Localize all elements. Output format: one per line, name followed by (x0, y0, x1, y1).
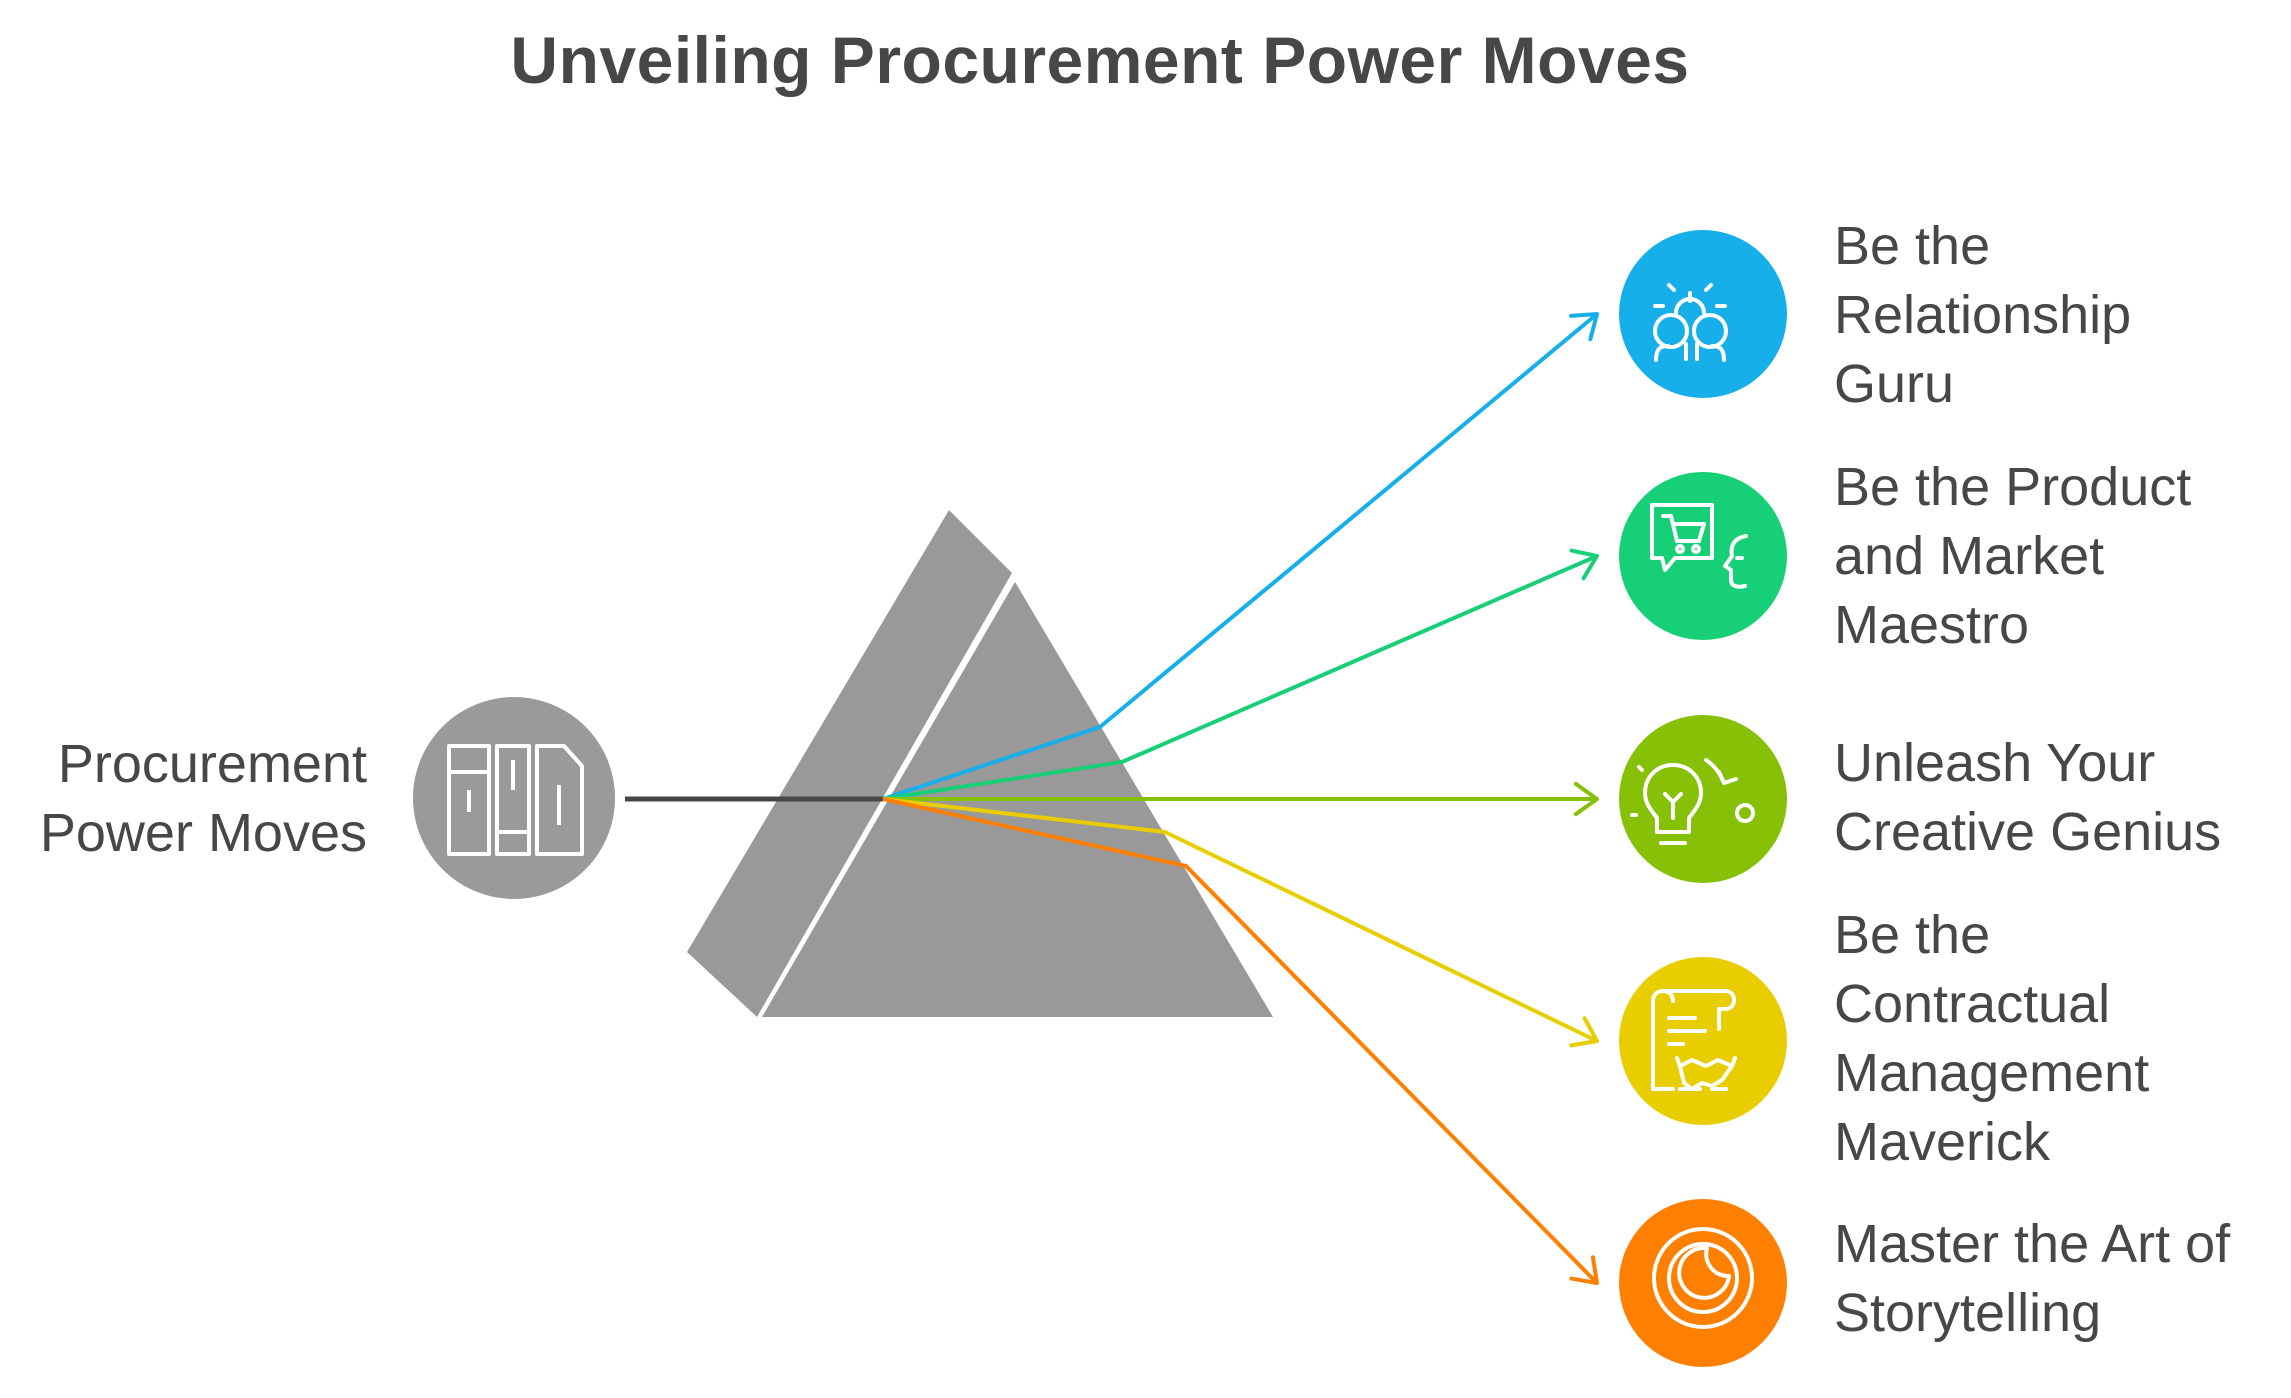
beam-product-market-maestro (882, 554, 1598, 801)
storytelling-icon (1652, 1227, 1754, 1329)
output-label-line: Guru (1834, 354, 1955, 414)
arrowhead-contractual-maverick (1569, 1016, 1599, 1048)
page-title: Unveiling Procurement Power Moves (510, 23, 1690, 97)
node-circle-storytelling (1619, 1199, 1787, 1367)
output-label-line: Maestro (1834, 595, 2030, 655)
output-label-line: Management (1834, 1043, 2150, 1103)
prism (687, 510, 1273, 1017)
output-label-creative-genius: Unleash Your Creative Genius (1834, 729, 2221, 867)
output-label-line: Unleash Your (1834, 733, 2156, 793)
source-node (413, 697, 615, 899)
people-idea-icon (1653, 283, 1728, 362)
arrowhead-product-market-maestro (1569, 548, 1599, 581)
source-label-line-1: Procurement (57, 734, 367, 794)
output-label-line: Be the (1834, 216, 1991, 276)
books-icon (447, 744, 584, 856)
arrowhead-relationship-guru (1569, 312, 1599, 342)
source-circle (413, 697, 615, 899)
source-label: Procurement Power Moves (40, 730, 367, 868)
shopping-chat-icon (1650, 503, 1748, 589)
prism-side-face (687, 510, 1012, 1017)
arrowhead-storytelling (1569, 1255, 1599, 1285)
beam-contractual-maverick (882, 797, 1598, 1043)
output-label-line: Creative Genius (1834, 802, 2222, 862)
node-circle-contractual-maverick (1619, 957, 1787, 1125)
output-label-line: Maverick (1834, 1112, 2051, 1172)
output-label-line: Be the (1834, 905, 1991, 965)
source-label-line-2: Power Moves (39, 803, 367, 863)
output-label-storytelling: Master the Art of Storytelling (1834, 1210, 2230, 1348)
output-label-line: Relationship (1834, 285, 2132, 345)
contract-handshake-icon (1651, 989, 1737, 1091)
beam-storytelling (882, 797, 1599, 1285)
beam-relationship-guru (882, 312, 1599, 801)
output-label-line: Be the Product (1834, 457, 2192, 517)
output-label-line: Storytelling (1834, 1283, 2102, 1343)
arrowhead-creative-genius (1573, 781, 1599, 817)
output-beams (882, 312, 1599, 1285)
lightbulb-icon (1630, 758, 1755, 845)
output-label-line: and Market (1834, 526, 2105, 586)
output-label-relationship-guru: Be the Relationship Guru (1834, 212, 2131, 419)
output-label-line: Master the Art of (1834, 1214, 2231, 1274)
output-label-line: Contractual (1834, 974, 2111, 1034)
output-label-contractual-maverick: Be the Contractual Management Maverick (1834, 901, 2149, 1177)
output-label-product-market-maestro: Be the Product and Market Maestro (1834, 453, 2191, 660)
